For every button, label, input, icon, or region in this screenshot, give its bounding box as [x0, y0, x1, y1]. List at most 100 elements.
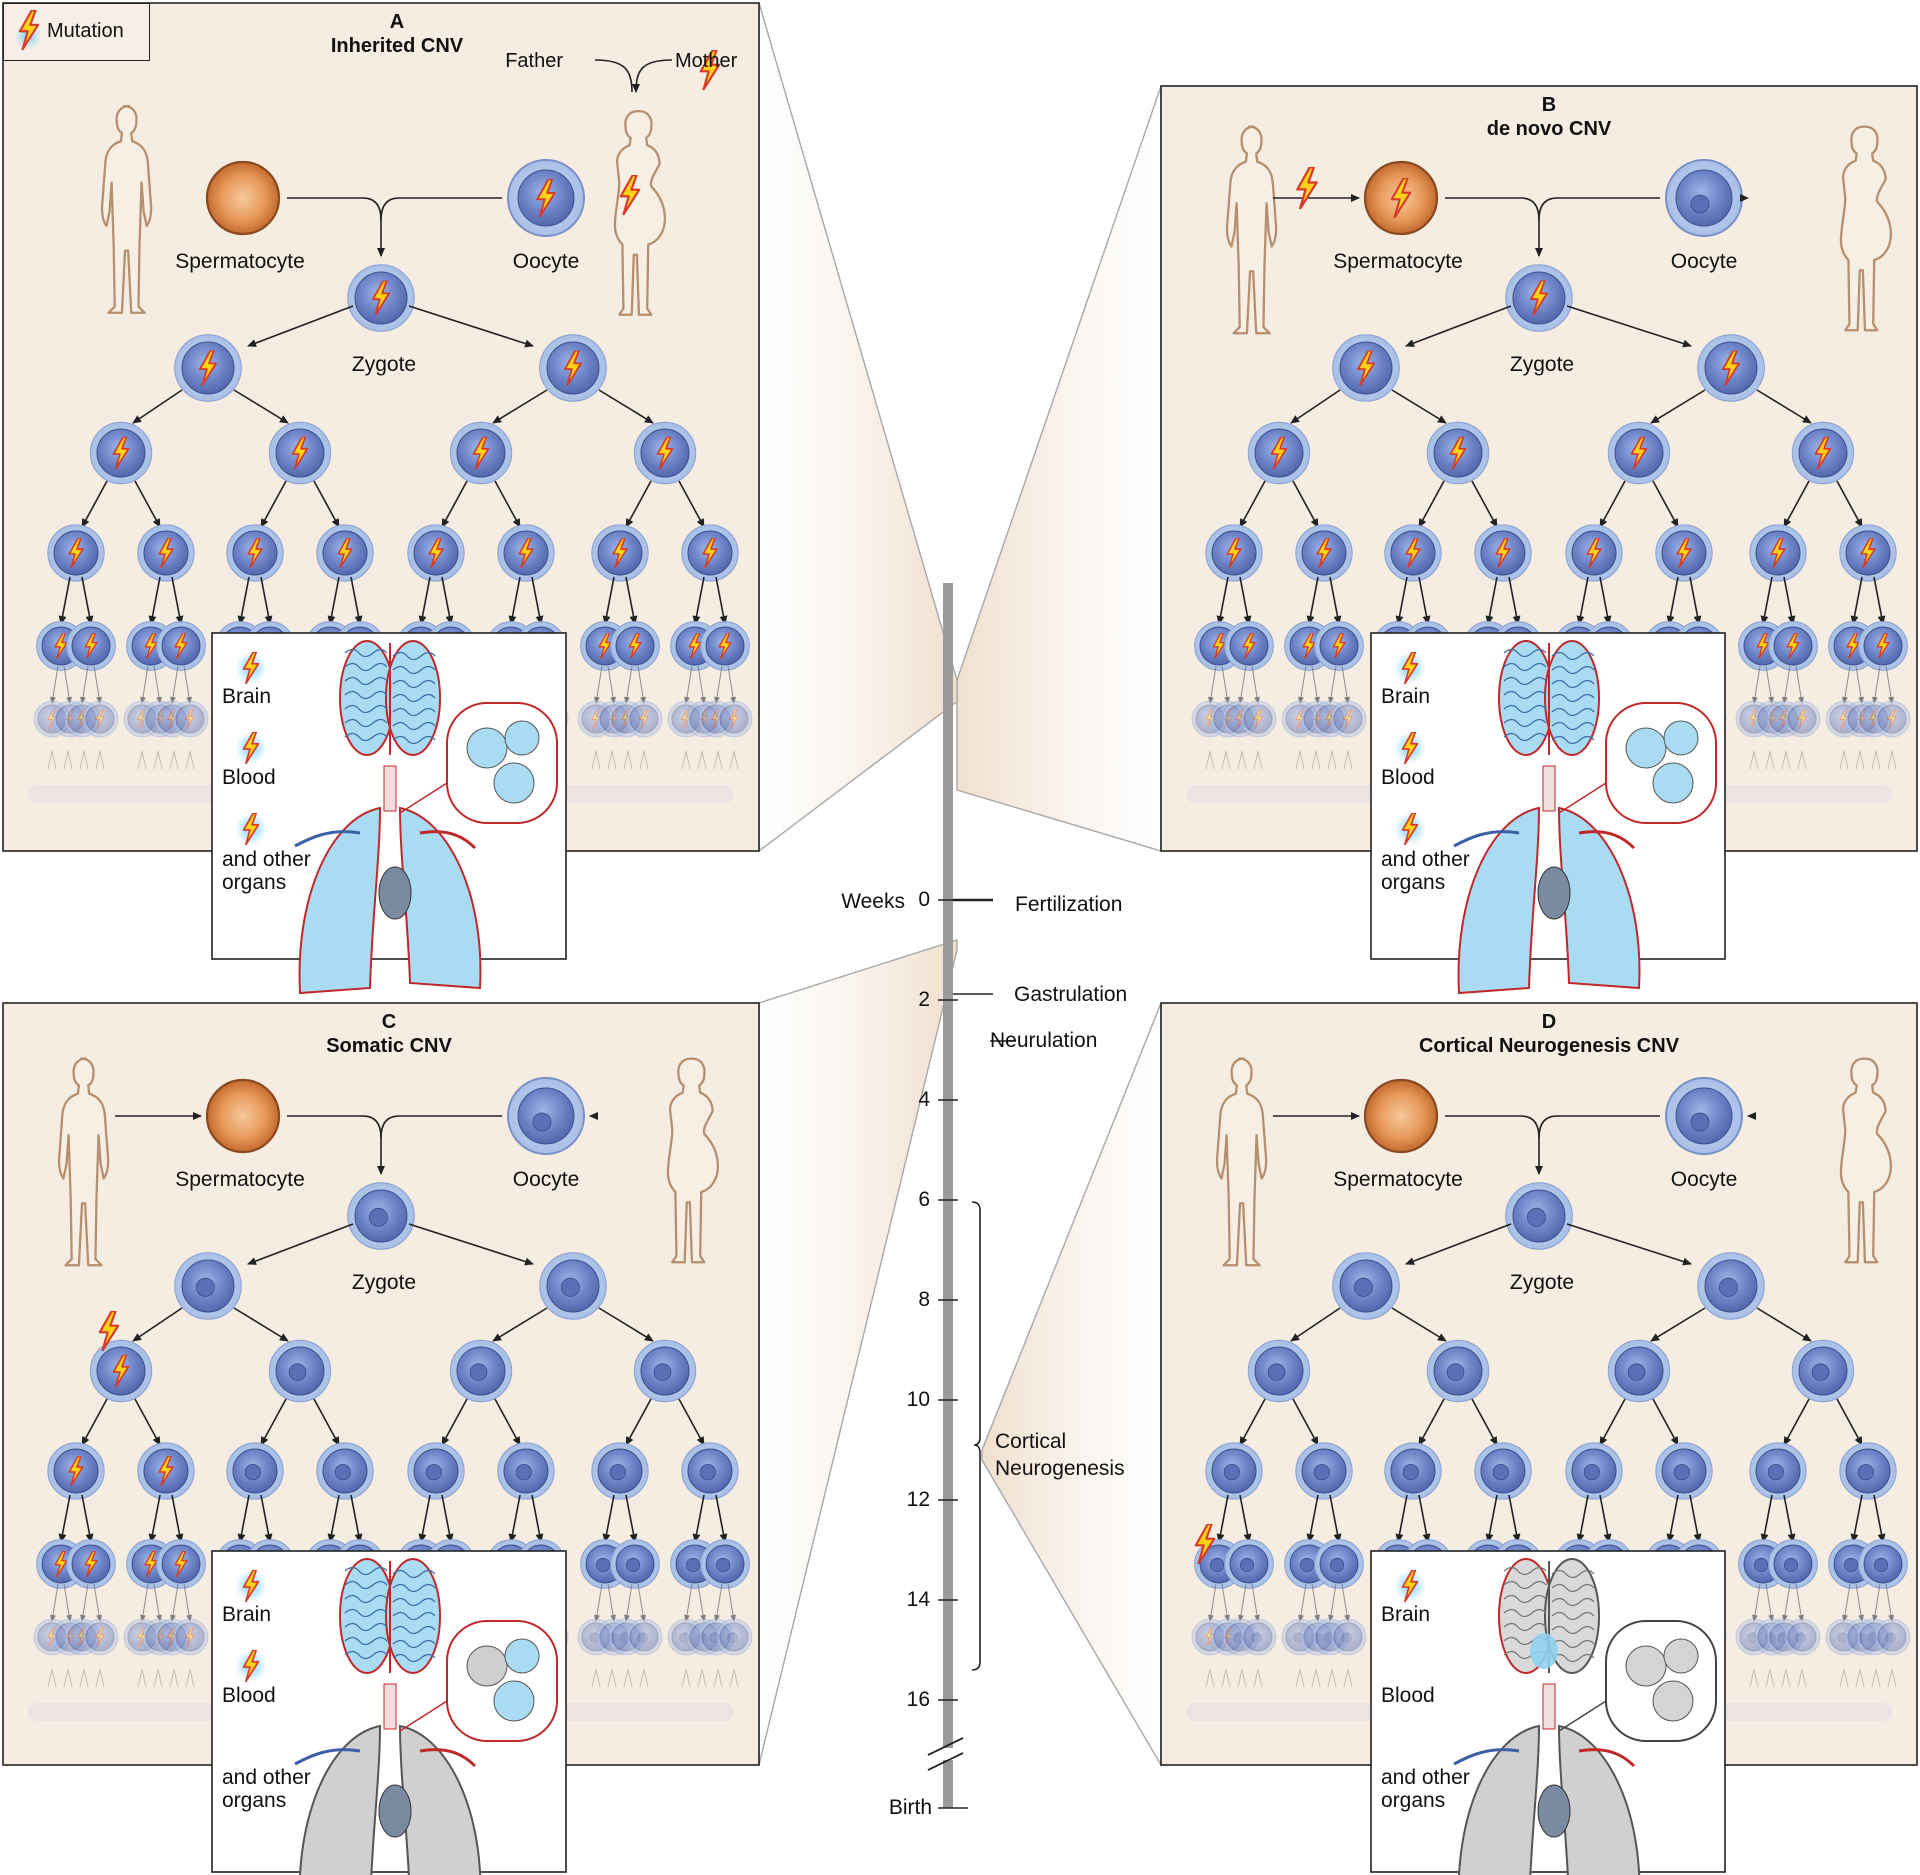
- cell: [625, 700, 663, 738]
- brain-gyri: [392, 1597, 436, 1607]
- lineage-arrow: [607, 665, 617, 704]
- oocyte-label: Oocyte: [1670, 250, 1738, 273]
- lineage-arrow: [1251, 1583, 1261, 1622]
- zygote-label: Zygote: [351, 353, 417, 376]
- brain-gyri: [1503, 1594, 1547, 1604]
- cell-nucleus: [1446, 1363, 1465, 1381]
- cell: [1314, 1539, 1364, 1589]
- fertilization-label: Fertilization: [1015, 893, 1123, 916]
- cell: [1873, 1618, 1911, 1656]
- brain-gyri: [1503, 704, 1547, 714]
- cell: [1426, 421, 1490, 485]
- lineage-arrow: [625, 1494, 638, 1543]
- lineage-arrow: [1795, 665, 1805, 704]
- lineage-arrow: [1239, 576, 1252, 625]
- timeline-tick-label: 14: [906, 1588, 930, 1611]
- blood-cell: [1652, 762, 1694, 804]
- lineage-arrow: [715, 576, 728, 625]
- cell: [156, 1539, 206, 1589]
- cell-nucleus: [596, 1557, 611, 1572]
- brain-gyri: [1503, 690, 1547, 700]
- lineage-arrow: [492, 1307, 548, 1342]
- cell-nucleus: [609, 1464, 626, 1481]
- lineage-arrow: [81, 1398, 108, 1446]
- lineage-arrow: [625, 1398, 652, 1446]
- cell: [1655, 1442, 1713, 1500]
- cell: [1768, 1539, 1818, 1589]
- faded-lineage: [591, 750, 601, 770]
- cell: [715, 1618, 753, 1656]
- cell: [226, 1442, 284, 1500]
- brain-gyri: [1551, 707, 1595, 717]
- cell: [1565, 524, 1623, 582]
- faded-lineage: [153, 750, 163, 770]
- cell: [539, 334, 607, 402]
- faded-lineage: [1237, 1668, 1247, 1688]
- faded-lineage: [1797, 1668, 1807, 1688]
- faded-lineage: [639, 1668, 649, 1688]
- cell: [1873, 700, 1911, 738]
- lineage-arrow: [1485, 1494, 1498, 1543]
- cell: [681, 524, 739, 582]
- faded-lineage: [95, 1668, 105, 1688]
- spermatocyte-label: Spermatocyte: [175, 1168, 305, 1191]
- lineage-arrow: [1836, 1398, 1863, 1446]
- lineage-arrow: [1292, 480, 1319, 528]
- brain-gyri: [392, 665, 436, 675]
- axis-break: [927, 1737, 964, 1756]
- cell: [1384, 524, 1442, 582]
- cell: [1224, 1539, 1274, 1589]
- cell-nucleus: [368, 1207, 388, 1227]
- lineage-arrow: [1395, 1494, 1408, 1543]
- panel-a: [2, 2, 760, 852]
- cell-nucleus: [1251, 1632, 1262, 1643]
- lineage-arrow: [408, 1223, 534, 1266]
- cell: [171, 700, 209, 738]
- lineage-arrow: [1290, 389, 1341, 424]
- cell: [1768, 621, 1818, 671]
- brain-gyri: [392, 1625, 436, 1635]
- cell: [89, 421, 153, 485]
- faded-lineage: [1855, 750, 1865, 770]
- cell-nucleus: [425, 1464, 442, 1481]
- lineage-arrow: [441, 1494, 454, 1543]
- brain-gyri: [1551, 721, 1595, 731]
- faded-lineage: [1253, 1668, 1263, 1688]
- lineage-arrow: [598, 1307, 654, 1342]
- faded-lineage: [1781, 1668, 1791, 1688]
- cell-nucleus: [1673, 1464, 1690, 1481]
- lineage-arrow: [441, 480, 468, 528]
- faded-lineage: [729, 1668, 739, 1688]
- faded-lineage: [591, 1668, 601, 1688]
- lineage-arrow: [678, 1398, 705, 1446]
- timeline-tick-label: 12: [906, 1488, 930, 1511]
- cell: [316, 1442, 374, 1500]
- lineage-arrow: [1418, 1398, 1445, 1446]
- lineage-arrow: [1783, 1494, 1796, 1543]
- lineage-arrow: [1783, 576, 1796, 625]
- brain-gyri: [392, 679, 436, 689]
- spermatocyte-label: Spermatocyte: [1333, 250, 1463, 273]
- cell: [1791, 1339, 1855, 1403]
- cell: [1474, 1442, 1532, 1500]
- cell: [1205, 1442, 1263, 1500]
- lineage-arrow: [1251, 665, 1261, 704]
- panel-letter: D: [1541, 1011, 1557, 1033]
- lineage-arrow: [623, 665, 633, 704]
- timeline-axis-label: Weeks: [841, 890, 905, 913]
- cell: [1295, 524, 1353, 582]
- lineage-arrow: [508, 1494, 521, 1543]
- brain-gyri: [1503, 732, 1547, 742]
- inset-blood-label: Blood: [1381, 766, 1435, 789]
- faded-lineage: [639, 750, 649, 770]
- cell-nucleus: [716, 1557, 731, 1572]
- cell: [1791, 421, 1855, 485]
- oocyte-nucleus: [1690, 194, 1710, 214]
- lineage-arrow: [139, 1583, 149, 1622]
- timeline-tick-label: 4: [918, 1088, 930, 1111]
- cell: [591, 524, 649, 582]
- cell-nucleus: [244, 1464, 261, 1481]
- cell: [316, 524, 374, 582]
- cell: [268, 1339, 332, 1403]
- cell: [1607, 421, 1671, 485]
